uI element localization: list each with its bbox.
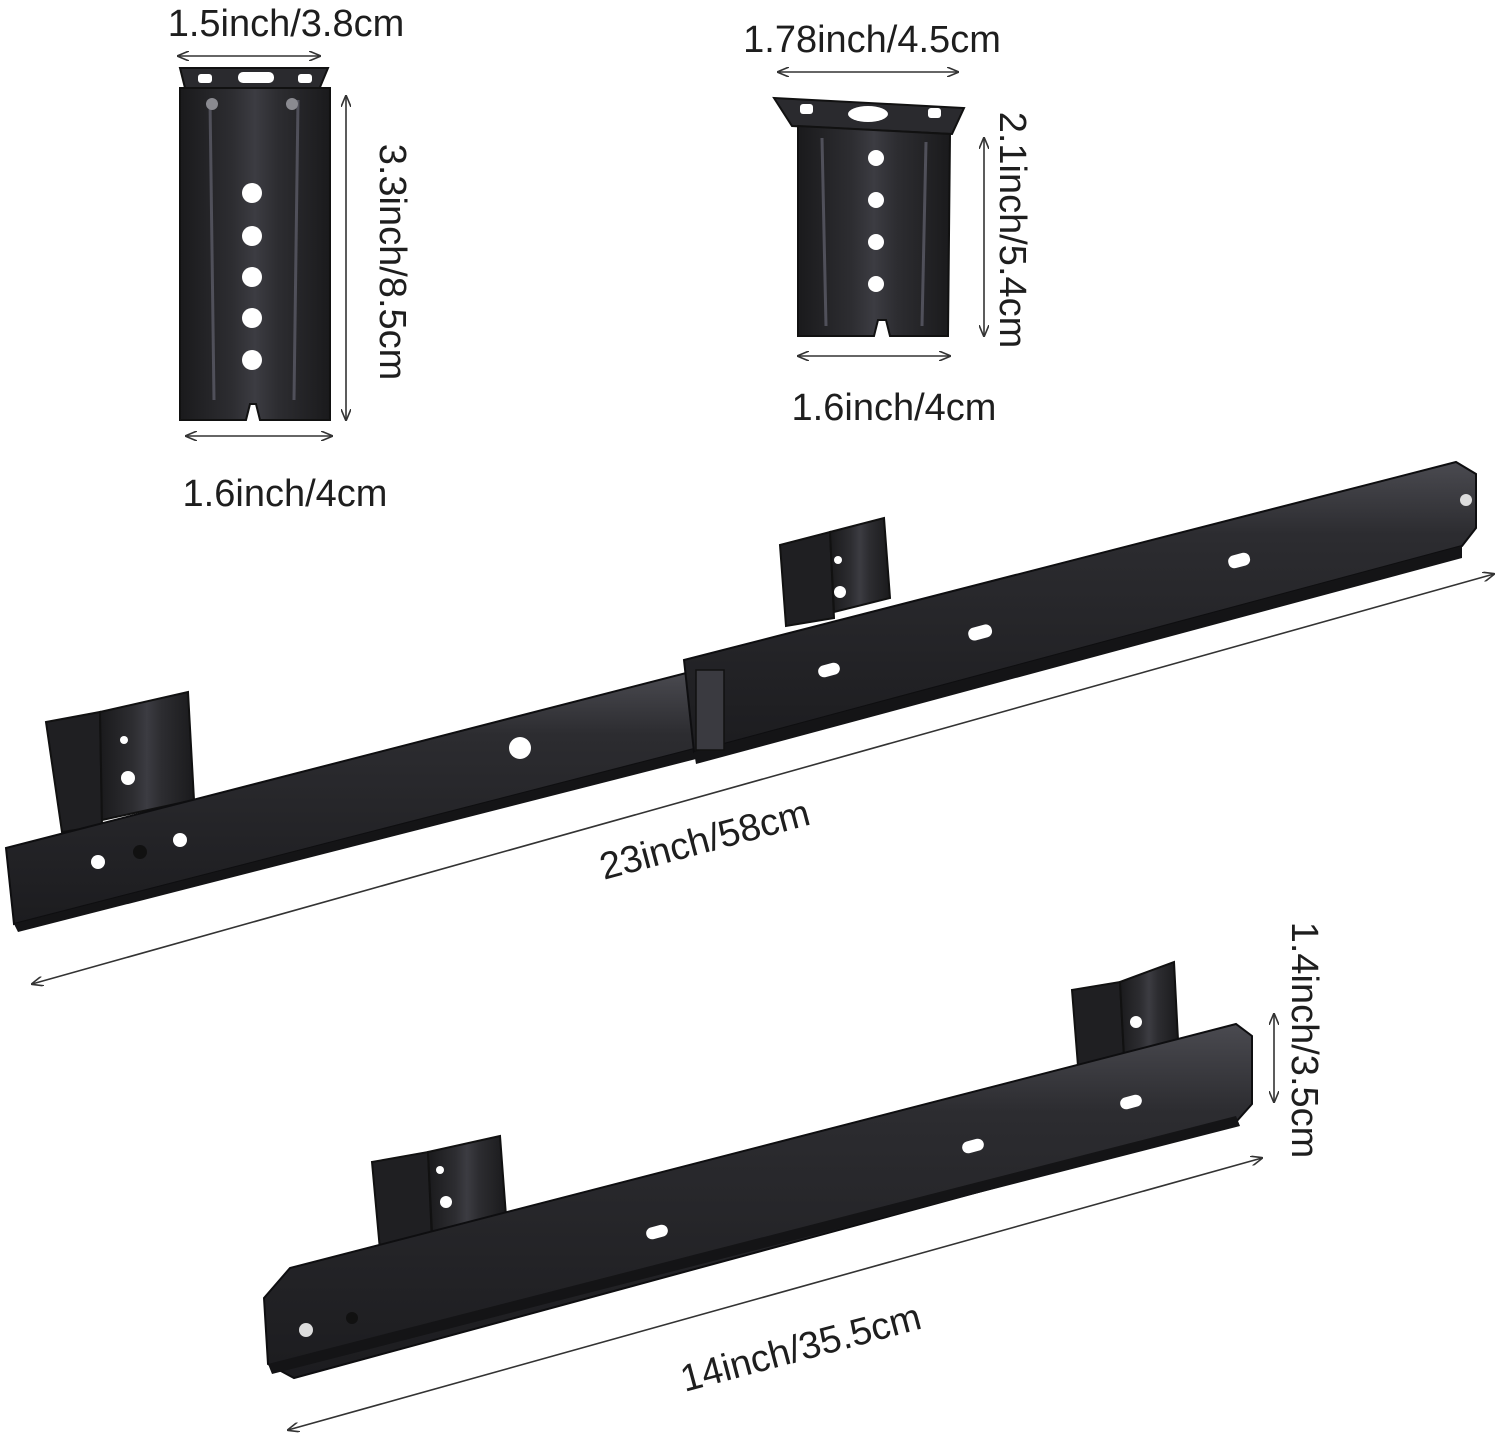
long-rail-extended	[4, 460, 1477, 932]
top-bracket-width-label: 1.5inch/3.8cm	[168, 3, 405, 45]
short-rail-height-label: 1.4inch/3.5cm	[1283, 922, 1325, 1159]
small-bracket-width-label: 1.78inch/4.5cm	[743, 19, 1001, 61]
small-rear-bracket	[772, 96, 966, 337]
small-bracket-base-label: 1.6inch/4cm	[792, 387, 997, 429]
long-rail-length-arrow	[32, 574, 1494, 984]
large-rear-bracket	[178, 67, 331, 421]
short-rail-length-arrow	[288, 1158, 1262, 1430]
small-bracket-height-label: 2.1inch/5.4cm	[991, 112, 1033, 349]
big-bracket-base-label: 1.6inch/4cm	[183, 473, 388, 515]
dimension-arrows	[32, 56, 1494, 1430]
big-bracket-height-label: 3.3inch/8.5cm	[371, 144, 413, 381]
long-rail-length-label: 23inch/58cm	[595, 792, 814, 888]
short-rail	[262, 960, 1253, 1380]
